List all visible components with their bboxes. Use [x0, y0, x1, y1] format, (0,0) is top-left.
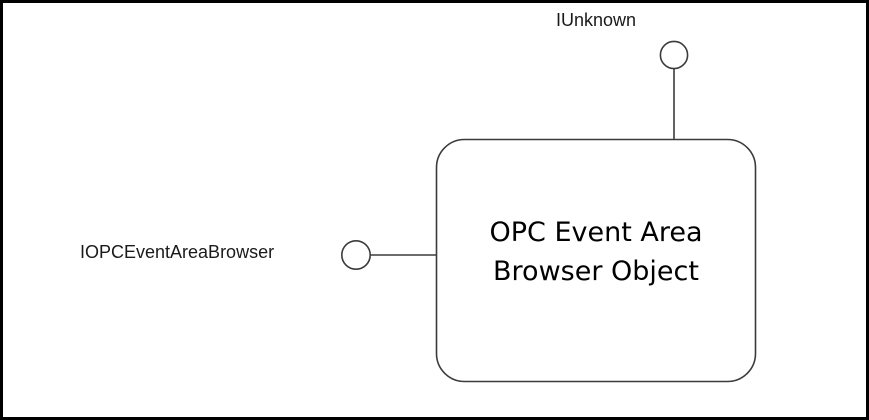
iunknown-interface-label: IUnknown [556, 10, 637, 30]
iopceventareabrowser-lollipop-circle[interactable] [340, 240, 371, 271]
iopceventareabrowser-interface-label: IOPCEventAreaBrowser [80, 242, 275, 262]
component-diagram-graphics [340, 40, 757, 383]
component-box[interactable] [435, 138, 757, 383]
component-title: OPC Event Area Browser Object [489, 217, 703, 287]
iunknown-lollipop-circle[interactable] [659, 40, 689, 70]
